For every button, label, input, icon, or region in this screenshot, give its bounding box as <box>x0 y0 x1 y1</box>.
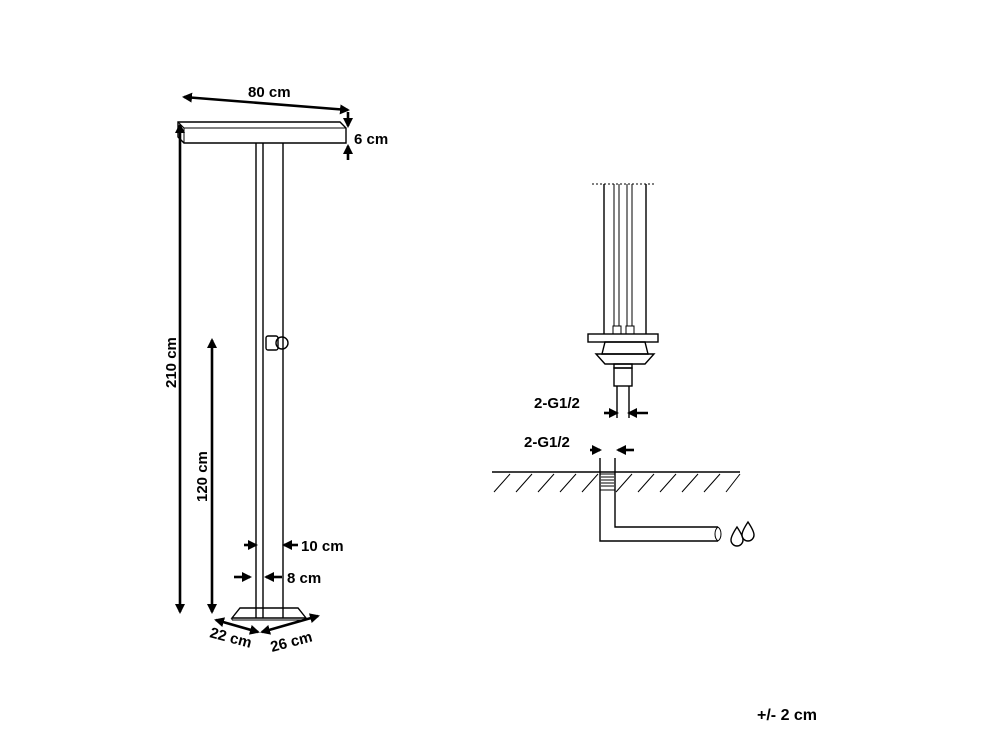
width-label: 80 cm <box>248 84 291 101</box>
inlet-lower-label: 2-G1/2 <box>524 434 570 451</box>
dimension-base: 22 cm 26 cm <box>208 613 320 656</box>
shower-post <box>255 143 284 618</box>
ground-hatch <box>493 473 741 493</box>
head-thickness-label: 6 cm <box>354 131 388 148</box>
dimension-post-width: 10 cm <box>244 538 344 555</box>
base-plate <box>230 607 308 621</box>
shower-drawing: 80 cm 6 cm 210 cm 120 cm 10 cm 8 c <box>163 84 388 656</box>
dimension-tap-height: 120 cm <box>194 338 217 614</box>
tolerance-note: +/- 2 cm <box>757 707 817 724</box>
dimension-inlet-lower: 2-G1/2 <box>524 434 634 455</box>
tap-knob <box>265 335 289 351</box>
post-depth-label: 8 cm <box>287 570 321 587</box>
dimension-inlet-upper: 2-G1/2 <box>534 395 648 418</box>
base-width-label: 26 cm <box>269 628 314 655</box>
post-width-label: 10 cm <box>301 538 344 555</box>
dimension-width: 80 cm <box>182 84 350 115</box>
dimension-head-thickness: 6 cm <box>343 112 388 160</box>
tap-height-label: 120 cm <box>194 451 211 502</box>
total-height-label: 210 cm <box>163 337 180 388</box>
inlet-upper-label: 2-G1/2 <box>534 395 580 412</box>
dimension-post-depth: 8 cm <box>234 570 321 587</box>
water-drops-icon <box>730 520 755 547</box>
shower-head-bar <box>177 121 347 144</box>
dimension-total-height: 210 cm <box>163 123 185 614</box>
connection-detail: 2-G1/2 2-G1/2 <box>492 183 755 547</box>
